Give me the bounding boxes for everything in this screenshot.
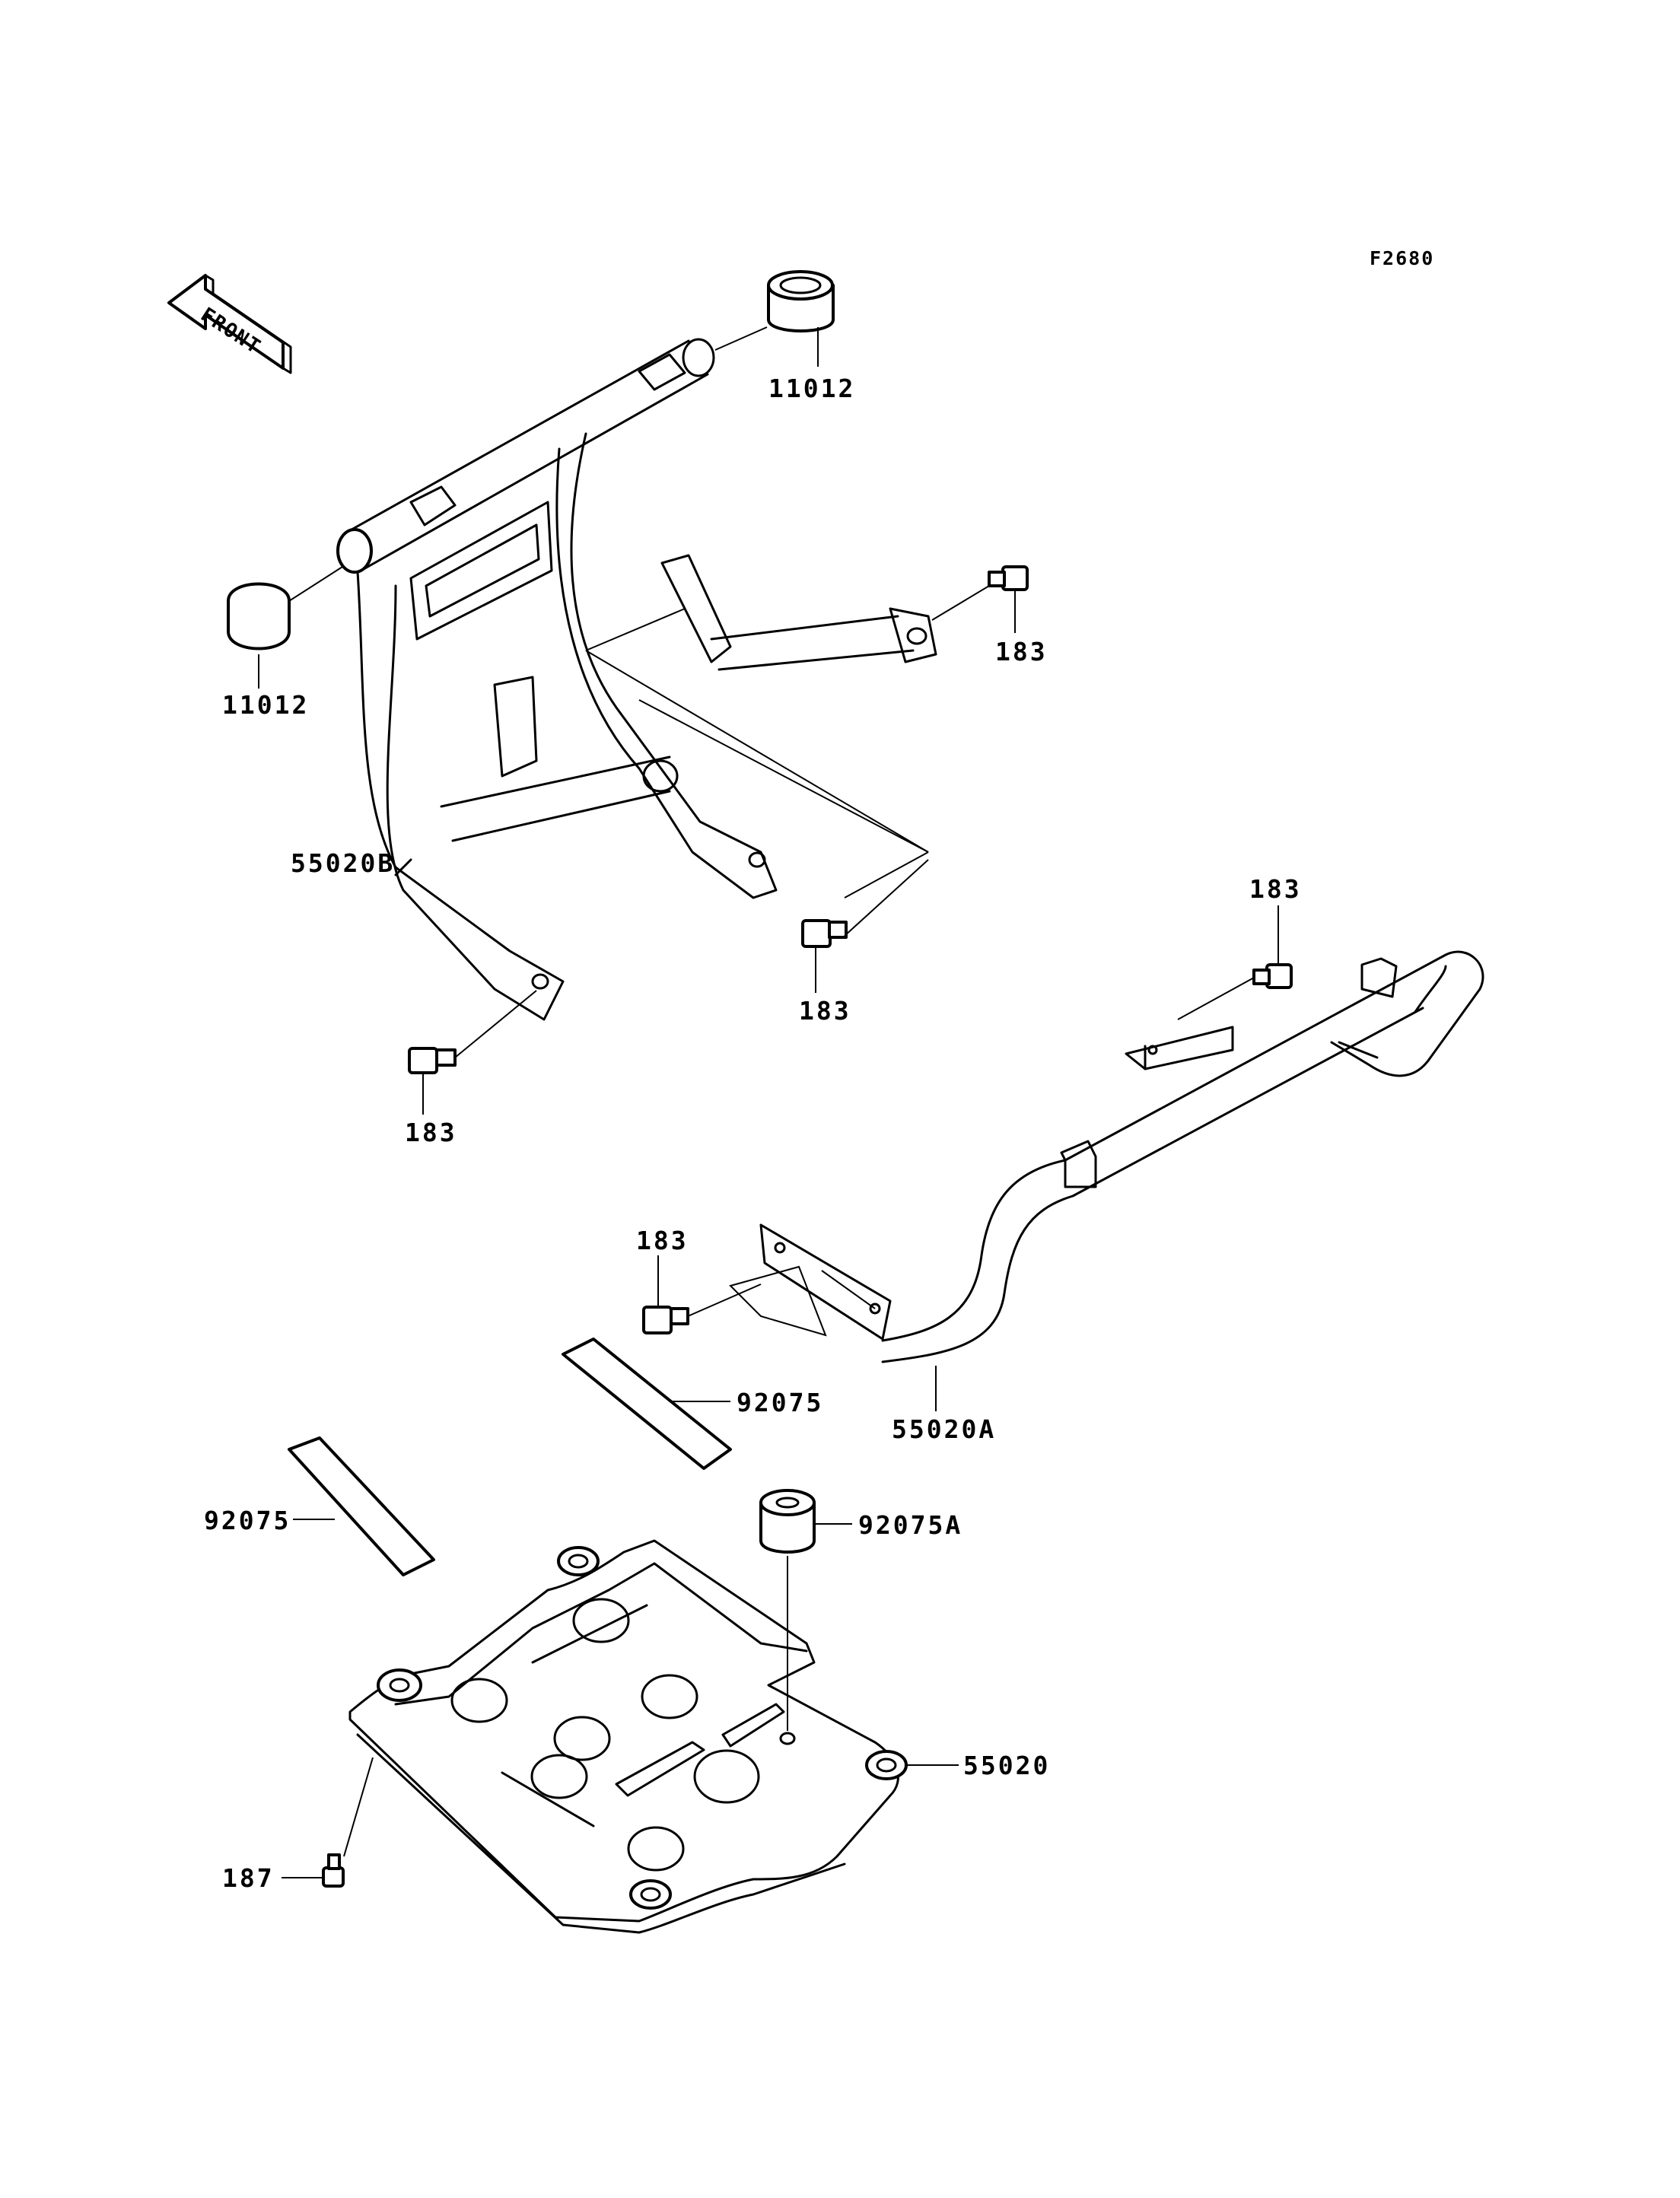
- label-pad-left: 92075: [204, 1506, 291, 1535]
- label-bolt-center: 183: [799, 996, 851, 1026]
- label-cap-left: 11012: [222, 690, 309, 720]
- damper-drawing: [759, 1489, 852, 1731]
- label-damper: 92075A: [858, 1510, 963, 1540]
- bolt-upper-right-drawing: [931, 565, 1029, 633]
- label-bolt-upper-right: 183: [995, 637, 1048, 666]
- label-bolt-right: 183: [1249, 874, 1302, 904]
- bolt-left-drawing: [408, 990, 537, 1115]
- label-bolt-mid: 183: [636, 1226, 689, 1255]
- screw-drawing: [282, 1757, 374, 1888]
- label-cap-right: 11012: [768, 374, 855, 403]
- bolt-mid-drawing: [642, 1255, 762, 1334]
- guard-55020b-drawing: [336, 338, 937, 1021]
- label-screw: 187: [222, 1863, 275, 1893]
- bolt-center-drawing: [801, 859, 929, 993]
- cap-right-drawing: [714, 270, 835, 367]
- label-guard-a: 55020A: [892, 1414, 996, 1444]
- cap-left-drawing: [227, 566, 343, 689]
- guard-55020a-drawing: [729, 950, 1484, 1411]
- figure-code: F2680: [1370, 247, 1434, 269]
- pad-upper-drawing: [562, 1338, 732, 1470]
- label-pad-upper: 92075: [737, 1388, 823, 1417]
- pad-left-drawing: [288, 1436, 435, 1576]
- label-guard-b: 55020B: [291, 848, 395, 878]
- skid-plate-drawing: [348, 1539, 959, 1934]
- bolt-right-drawing: [1177, 905, 1293, 1020]
- front-arrow-icon: FRONT: [167, 274, 292, 374]
- label-skid-plate: 55020: [963, 1751, 1050, 1780]
- label-bolt-left: 183: [405, 1118, 457, 1147]
